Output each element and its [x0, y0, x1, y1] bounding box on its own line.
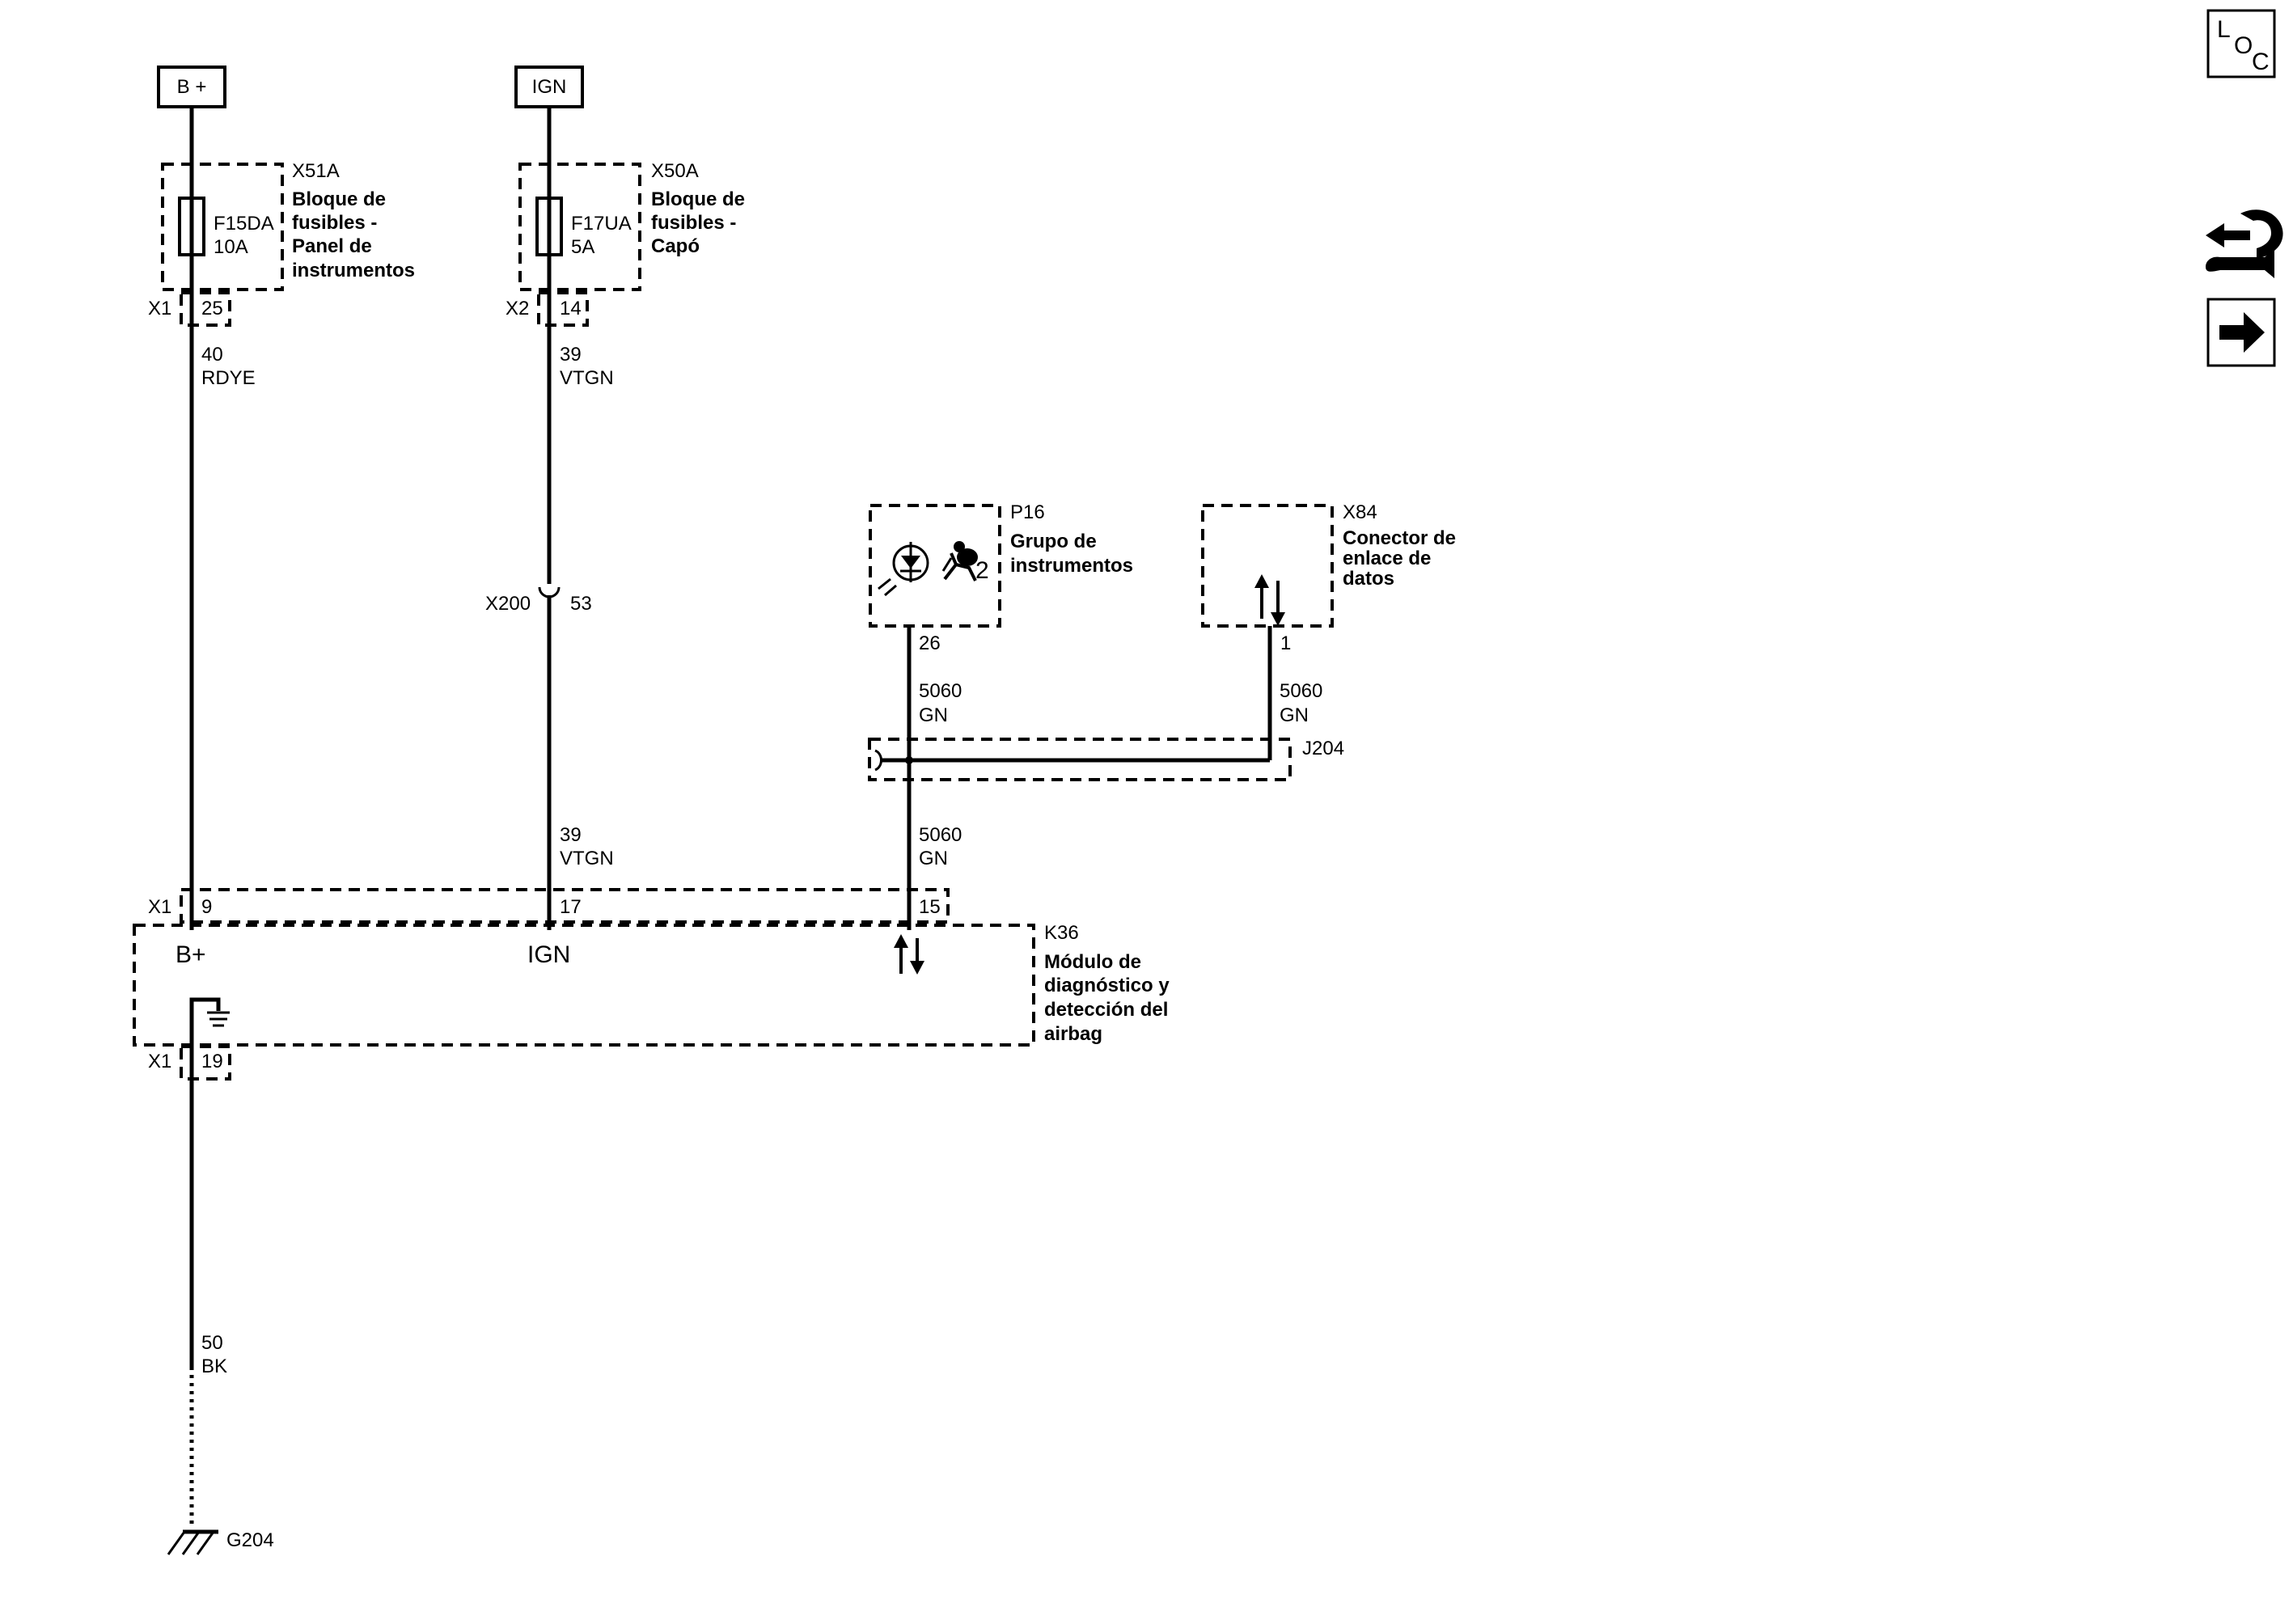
p16-id: P16 — [1010, 501, 1045, 523]
wire-k36-data-color: GN — [919, 848, 948, 869]
x51a-id: X51A — [292, 160, 340, 182]
x2-top-id: X2 — [506, 298, 529, 319]
k36-pin-data: 15 — [919, 896, 941, 918]
k36-pin-ign: 17 — [560, 896, 582, 918]
x84-name-line1: Conector de — [1343, 527, 1456, 549]
k36-name-line1: Módulo de — [1044, 951, 1141, 973]
bplus-source-label: B + — [177, 76, 207, 98]
wire-b-circuit: 40 — [201, 344, 223, 366]
wire-ign-top-color: VTGN — [560, 367, 614, 389]
wire-x84-circuit: 5060 — [1280, 680, 1322, 702]
wire-x84-color: GN — [1280, 704, 1309, 726]
lamp-icon — [878, 542, 929, 597]
ign-source-label: IGN — [532, 76, 567, 98]
k36-conn-bottom-id: X1 — [148, 1051, 171, 1072]
k36-conn-top-id: X1 — [148, 896, 171, 918]
locator-icon-c: C — [2252, 49, 2270, 75]
x50a-name-line2: fusibles - — [651, 212, 736, 234]
wire-p16-color: GN — [919, 704, 948, 726]
k36-label-ign: IGN — [527, 941, 570, 968]
airbag-icon-suffix: 2 — [975, 557, 989, 584]
airbag-icon: 2 — [941, 541, 989, 584]
x200-inline-connector — [538, 586, 561, 598]
x200-id: X200 — [485, 593, 531, 615]
k36-airbag-module: K36 Módulo de diagnóstico y detección de… — [133, 922, 1170, 1047]
k36-connector-x1-bottom: X1 19 — [148, 1045, 231, 1081]
j204-splice-pack: J204 — [868, 738, 1344, 781]
g204-id: G204 — [226, 1529, 274, 1551]
x50a-id: X50A — [651, 160, 699, 182]
bplus-source-tag: B + — [157, 66, 226, 108]
j204-id: J204 — [1302, 738, 1344, 759]
wire-b-color: RDYE — [201, 367, 256, 389]
x50a-fuse-block: X50A Bloque de fusibles - Capó F17UA 5A — [518, 160, 745, 291]
x84-name-line2: enlace de — [1343, 548, 1431, 569]
x200-pin: 53 — [570, 593, 592, 615]
x51a-name-line1: Bloque de — [292, 188, 386, 210]
x84-id: X84 — [1343, 501, 1377, 523]
x1-top-connector: X1 25 — [148, 291, 231, 327]
p16-name-line1: Grupo de — [1010, 531, 1097, 552]
k36-data-arrows-icon — [894, 934, 924, 975]
x2-top-connector: X2 14 — [506, 291, 589, 327]
k36-name-line3: detección del — [1044, 999, 1168, 1021]
x51a-name-line2: fusibles - — [292, 212, 377, 234]
x50a-fuse-rating: 5A — [571, 236, 594, 258]
x2-top-pin: 14 — [560, 298, 582, 319]
wire-gnd-circuit: 50 — [201, 1332, 223, 1354]
locator-icon-o: O — [2234, 32, 2253, 59]
k36-label-bplus: B+ — [176, 941, 206, 968]
p16-pin: 26 — [919, 632, 941, 654]
x84-name-line3: datos — [1343, 568, 1394, 590]
x51a-name-line3: Panel de — [292, 235, 372, 257]
data-arrows-icon — [1254, 574, 1285, 626]
k36-name-line4: airbag — [1044, 1023, 1102, 1045]
locator-icon-l: L — [2217, 16, 2231, 43]
k36-pin-b: 9 — [201, 896, 212, 918]
wire-gnd-color: BK — [201, 1355, 227, 1377]
wire-ign-bottom-circuit: 39 — [560, 824, 582, 846]
ground-icon — [189, 997, 230, 1045]
k36-pin-gnd: 19 — [201, 1051, 223, 1072]
p16-instrument-cluster: P16 Grupo de instrumentos 26 — [869, 501, 1133, 654]
x1-top-id: X1 — [148, 298, 171, 319]
x51a-name-line4: instrumentos — [292, 260, 415, 281]
x1-top-pin: 25 — [201, 298, 223, 319]
x50a-name-line1: Bloque de — [651, 188, 745, 210]
x84-data-link-connector: X84 Conector de enlace de datos 1 — [1201, 501, 1456, 654]
wire-p16-circuit: 5060 — [919, 680, 962, 702]
k36-id: K36 — [1044, 922, 1079, 944]
p16-name-line2: instrumentos — [1010, 555, 1133, 577]
x51a-fuse-block: X51A Bloque de fusibles - Panel de instr… — [161, 160, 415, 291]
ign-source-tag: IGN — [514, 66, 584, 108]
wrench-arrows-icon[interactable] — [2206, 209, 2283, 278]
wire-ign-top-circuit: 39 — [560, 344, 582, 366]
k36-connector-x1-top: X1 9 17 15 — [148, 888, 950, 924]
x51a-fuse-rating: 10A — [214, 236, 248, 258]
k36-name-line2: diagnóstico y — [1044, 975, 1170, 996]
x84-pin: 1 — [1280, 632, 1291, 654]
g204-ground-symbol: G204 — [167, 1529, 274, 1555]
x50a-name-line3: Capó — [651, 235, 700, 257]
wire-ign-bottom-color: VTGN — [560, 848, 614, 869]
wire-k36-data-circuit: 5060 — [919, 824, 962, 846]
x51a-fuse-id: F15DA — [214, 213, 274, 235]
x50a-fuse-id: F17UA — [571, 213, 632, 235]
right-arrow-icon[interactable] — [2206, 298, 2276, 367]
locator-icon[interactable]: L O C — [2206, 9, 2276, 78]
